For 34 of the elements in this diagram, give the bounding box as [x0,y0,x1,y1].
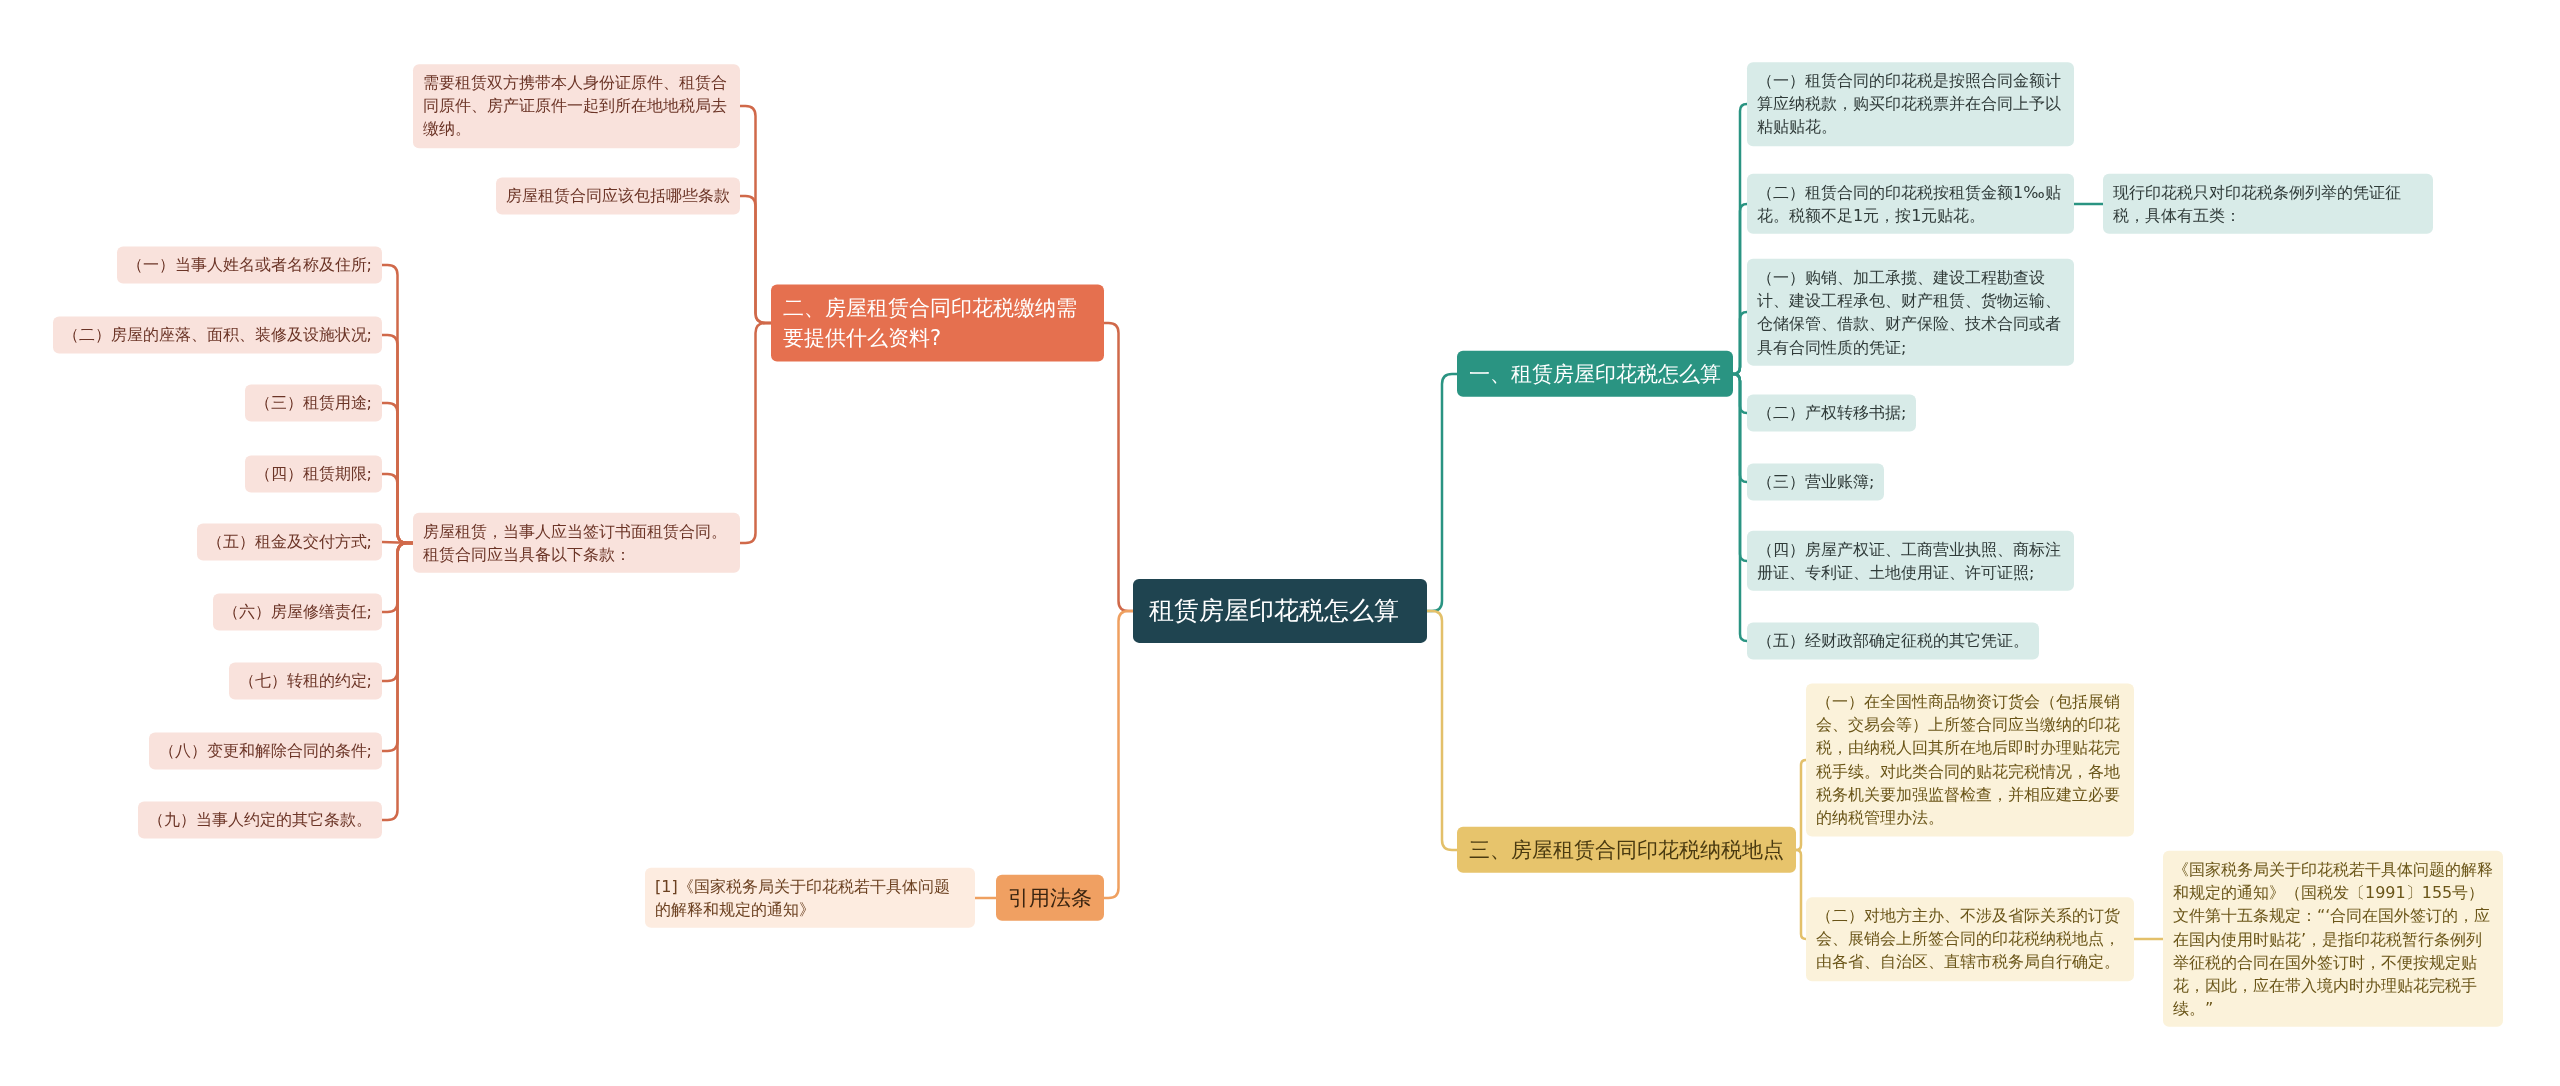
note-box: （五）经财政部确定征税的其它凭证。 [1747,622,2039,660]
note-box: （三）营业账簿; [1747,463,1885,501]
list-item-box: （九）当事人约定的其它条款。 [138,801,382,839]
connector-line [975,896,996,900]
branch-topic-box: 一、租赁房屋印花税怎么算 [1457,350,1733,398]
note-box: （二）租赁合同的印花税按租赁金额1‰贴花。税额不足1元，按1元贴花。 [1747,173,2074,235]
connector-line [2134,937,2163,941]
connector-line [2074,202,2103,206]
list-item-box: （五）租金及交付方式; [196,523,382,561]
list-item-box: （三）租赁用途; [244,384,382,422]
note-box: （二）产权转移书据; [1747,394,1917,432]
note-box: （二）对地方主办、不涉及省际关系的订货会、展销会上所签合同的印花税纳税地点，由各省、自治区、直辖市税务局自行确定。 [1806,897,2134,981]
note-box: 需要租赁双方携带本人身份证原件、租赁合同原件、房产证原件一起到所在地地税局去缴纳。 [413,64,740,148]
connector-line [1731,372,1749,643]
list-item-box: （六）房屋修缮责任; [212,593,382,631]
note-box: （一）租赁合同的印花税是按照合同金额计算应纳税款，购买印花税票并在合同上予以粘贴贴花。 [1747,62,2074,146]
note-box: 现行印花税只对印花税条例列举的凭证征税，具体有五类： [2103,173,2433,235]
list-item-box: （七）转租的约定; [228,662,382,700]
note-box: （一）在全国性商品物资订货会（包括展销会、交易会等）上所签合同应当缴纳的印花税，由纳税人回其所在地后即时办理贴花完税手续。对此类合同的贴花完税情况，各地税务机关要加强监督检查，并相应建立必要的纳税管理办法。 [1806,683,2134,837]
list-item-box: （一）当事人姓名或者名称及住所; [116,246,382,284]
list-item-box: （四）租赁期限; [244,455,382,493]
note-box: 房屋租赁合同应该包括哪些条款 [496,177,740,215]
note-box: （一）购销、加工承揽、建设工程勘查设计、建设工程承包、财产租赁、货物运输、仓储保管、借款、财产保险、技术合同或者具有合同性质的凭证; [1747,258,2074,366]
list-item-box: （八）变更和解除合同的条件; [148,732,382,770]
branch-topic-box: 引用法条 [996,874,1104,922]
note-box: 《国家税务局关于印花税若干具体问题的解释和规定的通知》（国税发〔1991〕155号）文件第十五条规定：“‘合同在国外签订的，应在国内使用时贴花’，是指印花税暂行条例列举征税的合同在国外签订时，不便按规定贴花，因此，应在带入境内时办理贴花完税手续。” [2163,850,2503,1028]
note-box: （四）房屋产权证、工商营业执照、商标注册证、专利证、土地使用证、许可证照; [1747,530,2074,592]
branch-topic-box: 二、房屋租赁合同印花税缴纳需要提供什么资料? [771,284,1104,362]
note-box: 房屋租赁，当事人应当签订书面租赁合同。租赁合同应当具备以下条款： [413,512,740,574]
connector-line [1794,848,1808,941]
branch-topic-box: 三、房屋租赁合同印花税纳税地点 [1457,826,1796,874]
note-box: [1]《国家税务局关于印花税若干具体问题的解释和规定的通知》 [645,867,975,929]
root-topic-box: 租赁房屋印花税怎么算 [1133,578,1427,644]
list-item-box: （二）房屋的座落、面积、装修及设施状况; [52,316,382,354]
